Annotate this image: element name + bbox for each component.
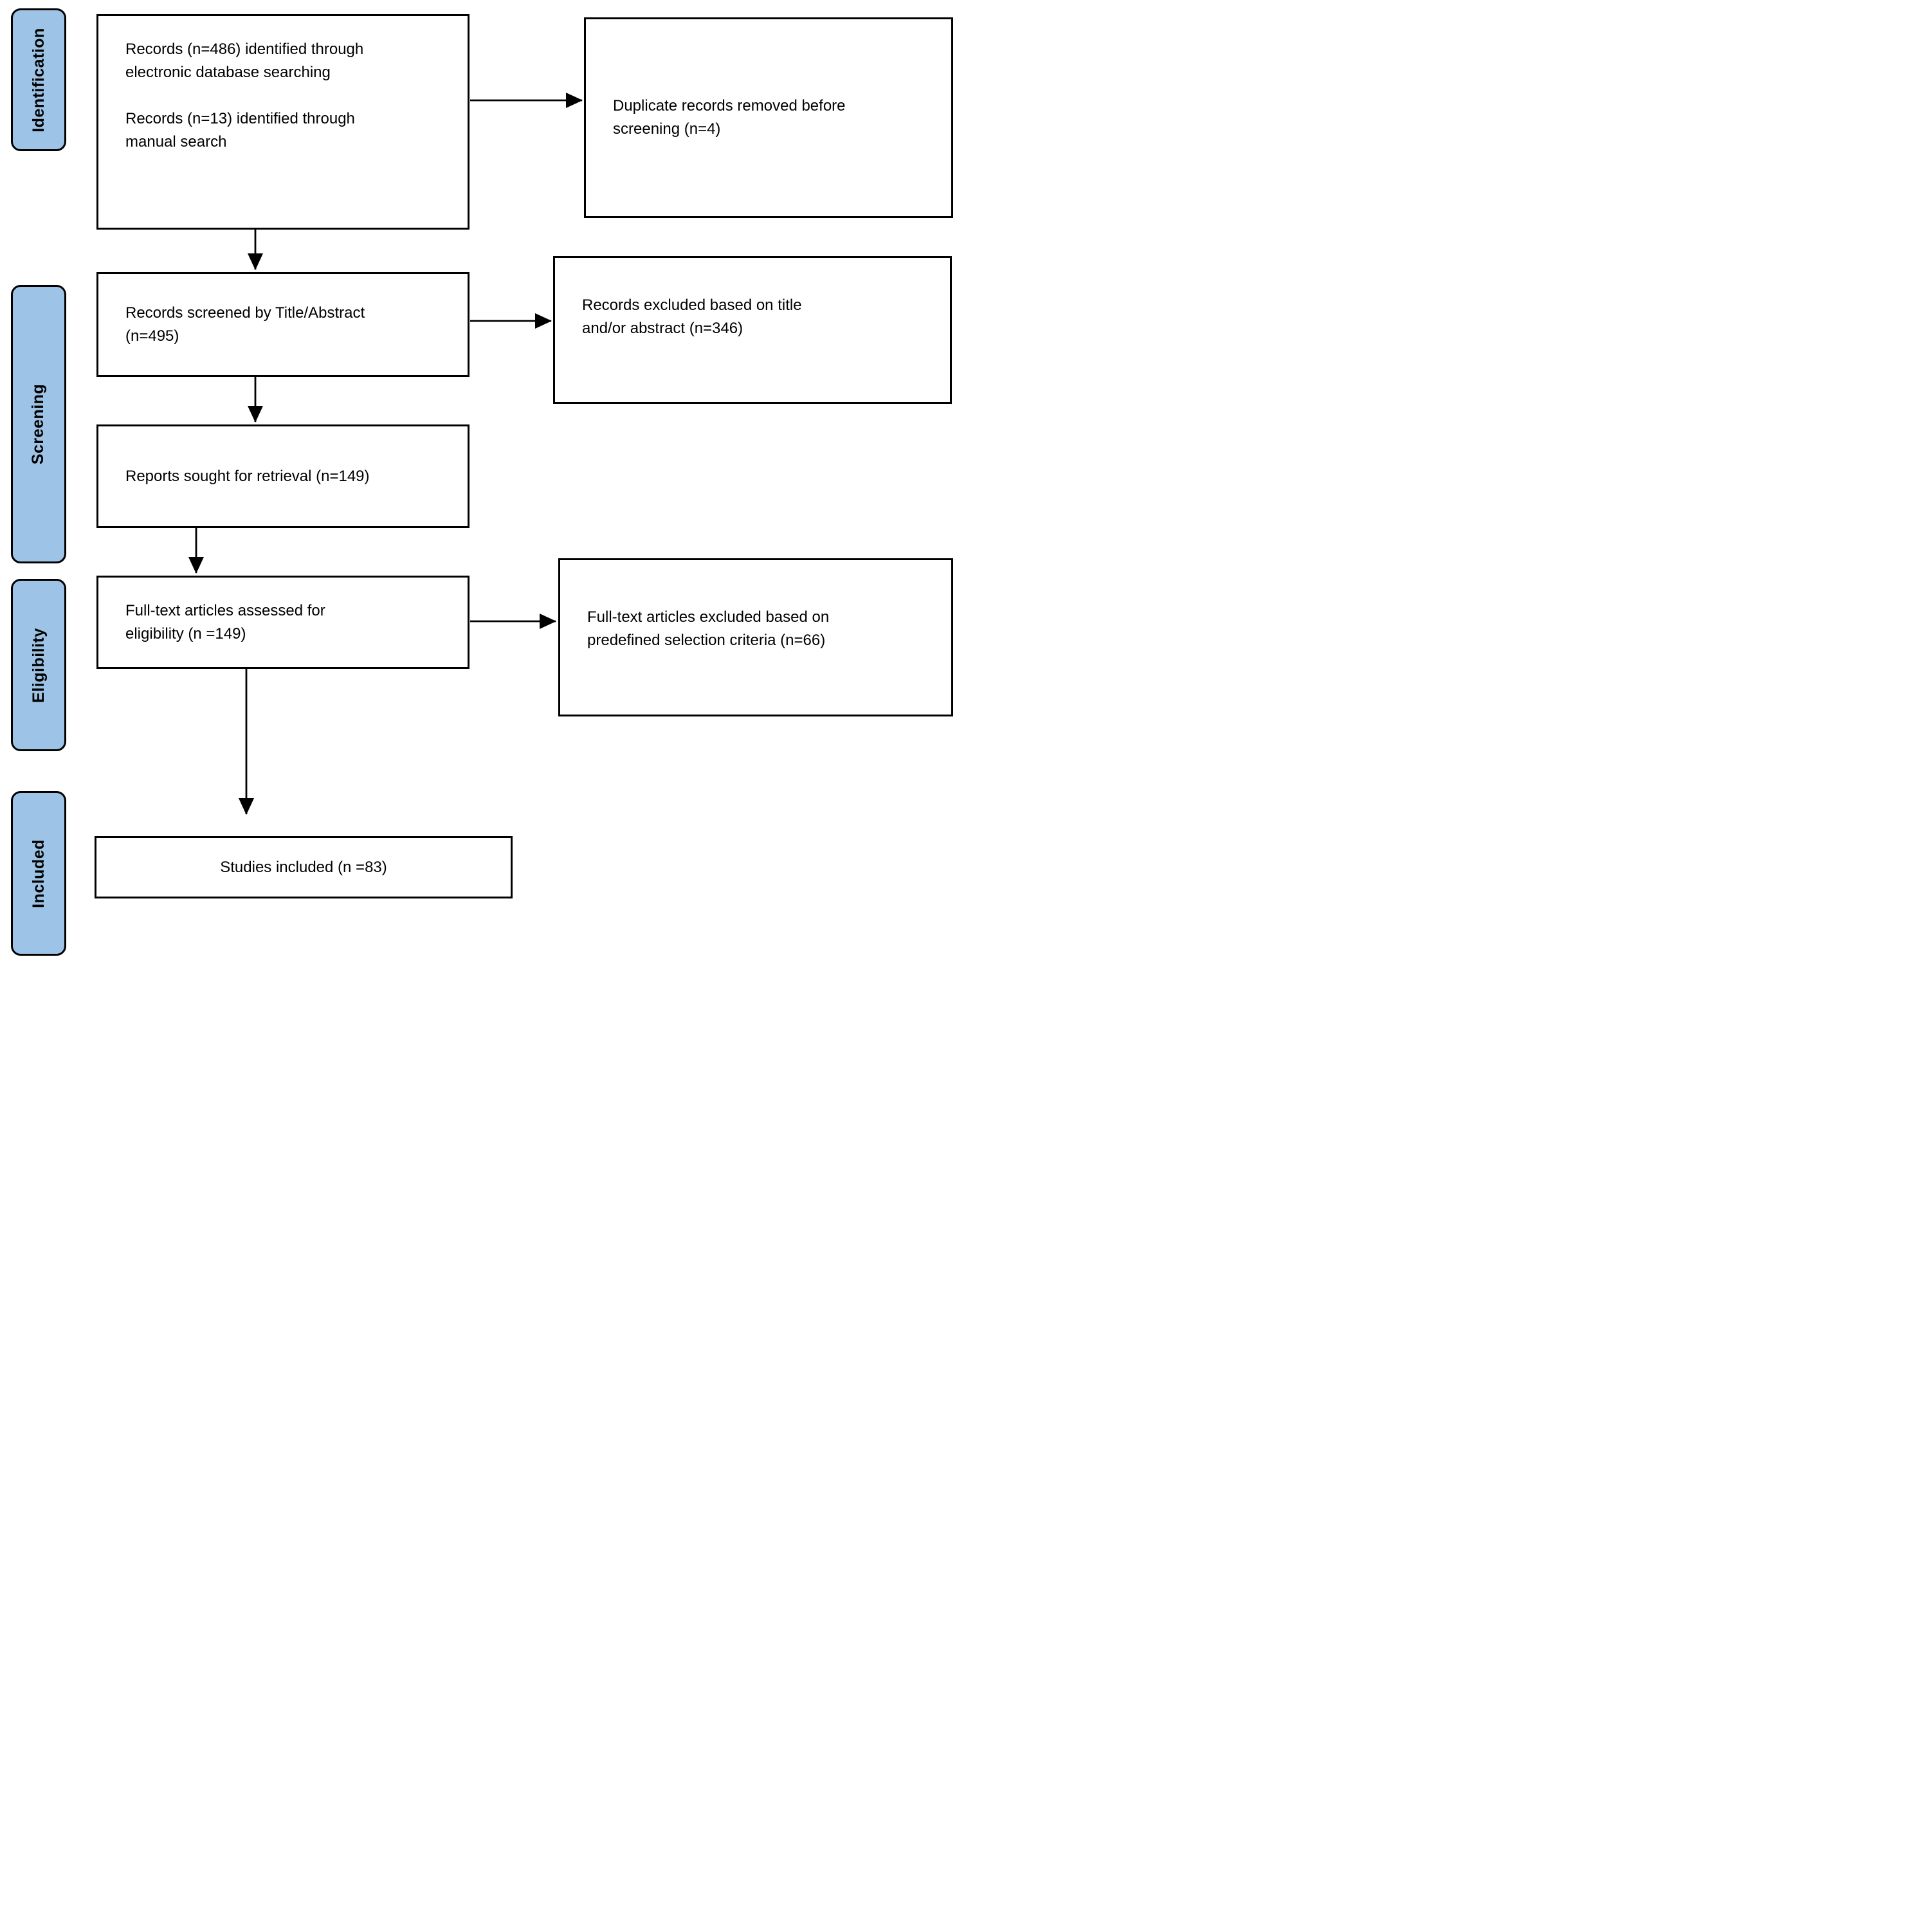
box-text-line: Studies included (n =83): [220, 858, 387, 876]
flow-box-reports-sought: Reports sought for retrieval (n=149): [96, 424, 469, 528]
flow-box-studies-included: Studies included (n =83): [95, 836, 513, 898]
stage-tab-eligibility: Eligibility: [11, 579, 66, 751]
box-text-line: (n=495): [125, 327, 179, 345]
box-text-line: electronic database searching: [125, 64, 331, 81]
box-text-line: Full-text articles excluded based on: [587, 608, 830, 626]
box-text-line: Records (n=486) identified through: [125, 41, 364, 58]
flow-box-records-screened: Records screened by Title/Abstract (n=49…: [96, 272, 469, 377]
box-text-line: predefined selection criteria (n=66): [587, 632, 826, 649]
exclusion-box-duplicates-removed: Duplicate records removed before screeni…: [584, 17, 953, 218]
stage-tab-label: Included: [29, 839, 48, 908]
stage-tab-identification: Identification: [11, 8, 66, 151]
prisma-flow-diagram: Identification Screening Eligibility Inc…: [0, 0, 966, 962]
box-text-line: screening (n=4): [613, 120, 721, 138]
exclusion-box-records-excluded: Records excluded based on title and/or a…: [553, 256, 952, 404]
box-text-line: manual search: [125, 133, 227, 150]
stage-tab-label: Screening: [29, 383, 48, 465]
exclusion-box-fulltext-excluded: Full-text articles excluded based on pre…: [558, 558, 953, 716]
box-text-line: Records (n=13) identified through: [125, 110, 355, 127]
stage-tab-label: Eligibility: [29, 627, 48, 703]
stage-tab-included: Included: [11, 791, 66, 956]
box-text-line: Records excluded based on title: [582, 296, 802, 314]
box-text-line: Records screened by Title/Abstract: [125, 304, 365, 322]
box-text-line: Reports sought for retrieval (n=149): [125, 467, 370, 485]
stage-tab-screening: Screening: [11, 285, 66, 563]
box-text-line: Full-text articles assessed for: [125, 601, 325, 619]
stage-tab-label: Identification: [29, 27, 48, 132]
flow-box-fulltext-assessed: Full-text articles assessed for eligibil…: [96, 576, 469, 669]
box-text-line: Duplicate records removed before: [613, 97, 846, 114]
box-text-line: eligibility (n =149): [125, 624, 246, 643]
box-text-line: and/or abstract (n=346): [582, 320, 743, 337]
flow-box-records-identified: Records (n=486) identified through elect…: [96, 14, 469, 230]
